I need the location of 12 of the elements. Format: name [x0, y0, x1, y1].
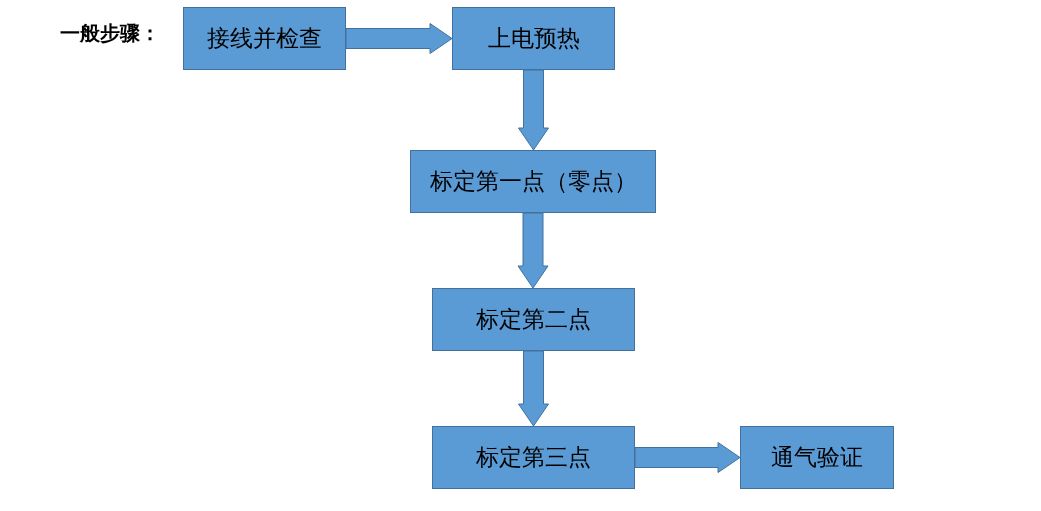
process-box: 标定第二点	[432, 288, 635, 351]
process-box: 标定第一点（零点）	[410, 150, 656, 213]
block-arrow	[634, 442, 741, 473]
process-box: 接线并检查	[183, 7, 346, 70]
process-box: 通气验证	[740, 426, 894, 489]
block-arrow	[345, 23, 453, 54]
block-arrow	[518, 350, 549, 427]
process-box: 标定第三点	[432, 426, 635, 489]
block-arrow	[518, 69, 549, 151]
heading: 一般步骤：	[60, 20, 160, 47]
process-box: 上电预热	[452, 7, 615, 70]
block-arrow	[517, 212, 549, 289]
